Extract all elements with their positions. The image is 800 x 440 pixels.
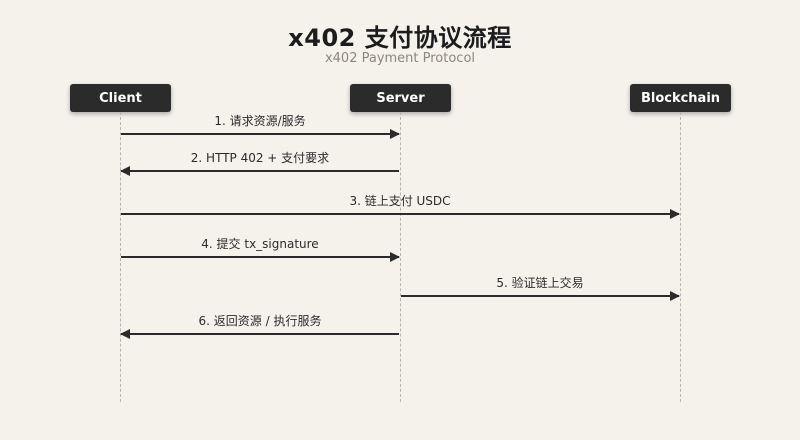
message-6: 6. 返回资源 / 执行服务: [120, 313, 399, 339]
message-5: 5. 验证链上交易: [401, 275, 680, 301]
message-1: 1. 请求资源/服务: [121, 113, 400, 139]
lifeline-server: [400, 112, 401, 402]
actor-label-server: Server: [376, 90, 425, 106]
message-4-arrow: [121, 252, 400, 262]
message-1-label: 1. 请求资源/服务: [214, 114, 306, 128]
message-4-label: 4. 提交 tx_signature: [201, 237, 319, 251]
message-3: 3. 链上支付 USDC: [121, 193, 680, 219]
message-3-arrow: [121, 209, 680, 219]
message-1-arrow: [121, 129, 400, 139]
message-5-arrow: [401, 291, 680, 301]
message-2: 2. HTTP 402 + 支付要求: [120, 150, 399, 176]
message-5-label: 5. 验证链上交易: [496, 276, 584, 290]
actor-box-blockchain: Blockchain: [630, 84, 731, 112]
message-6-arrow: [120, 329, 399, 339]
actor-box-server: Server: [350, 84, 451, 112]
lifeline-client: [120, 112, 121, 402]
actor-box-client: Client: [70, 84, 171, 112]
diagram-title: x402 支付协议流程: [288, 24, 512, 52]
message-3-label: 3. 链上支付 USDC: [349, 194, 451, 208]
message-6-label: 6. 返回资源 / 执行服务: [198, 314, 322, 328]
actor-label-blockchain: Blockchain: [640, 90, 721, 106]
message-2-arrow: [120, 166, 399, 176]
message-4: 4. 提交 tx_signature: [121, 236, 400, 262]
message-2-label: 2. HTTP 402 + 支付要求: [190, 151, 330, 165]
lifeline-blockchain: [680, 112, 681, 402]
actor-label-client: Client: [99, 90, 142, 106]
diagram-subtitle: x402 Payment Protocol: [324, 51, 476, 66]
